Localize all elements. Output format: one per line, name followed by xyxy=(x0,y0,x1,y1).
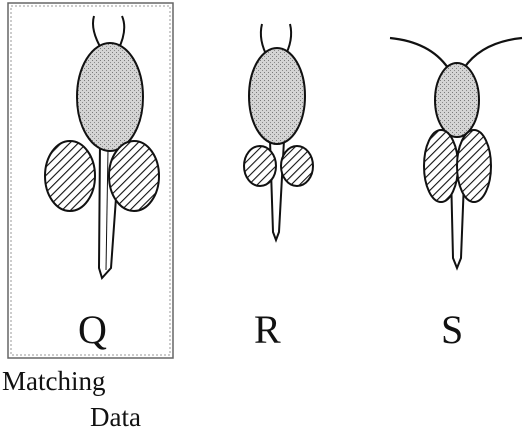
caption-line-1: Matching xyxy=(2,368,105,395)
body xyxy=(435,63,479,137)
figure-r xyxy=(244,24,313,240)
figure-label-r: R xyxy=(254,310,281,350)
body xyxy=(77,43,143,151)
wing-right xyxy=(109,141,159,211)
wing-left xyxy=(424,130,458,202)
figure-label-s: S xyxy=(441,310,463,350)
caption-line-2: Data xyxy=(90,404,141,431)
figure-label-q: Q xyxy=(78,310,107,350)
antenna-left xyxy=(390,38,448,68)
wing-right xyxy=(457,130,491,202)
figure-q xyxy=(45,16,159,278)
wing-right xyxy=(281,146,313,186)
antenna-right xyxy=(464,38,522,68)
figure-s xyxy=(390,38,522,268)
wing-left xyxy=(244,146,276,186)
wing-left xyxy=(45,141,95,211)
body xyxy=(249,48,305,144)
